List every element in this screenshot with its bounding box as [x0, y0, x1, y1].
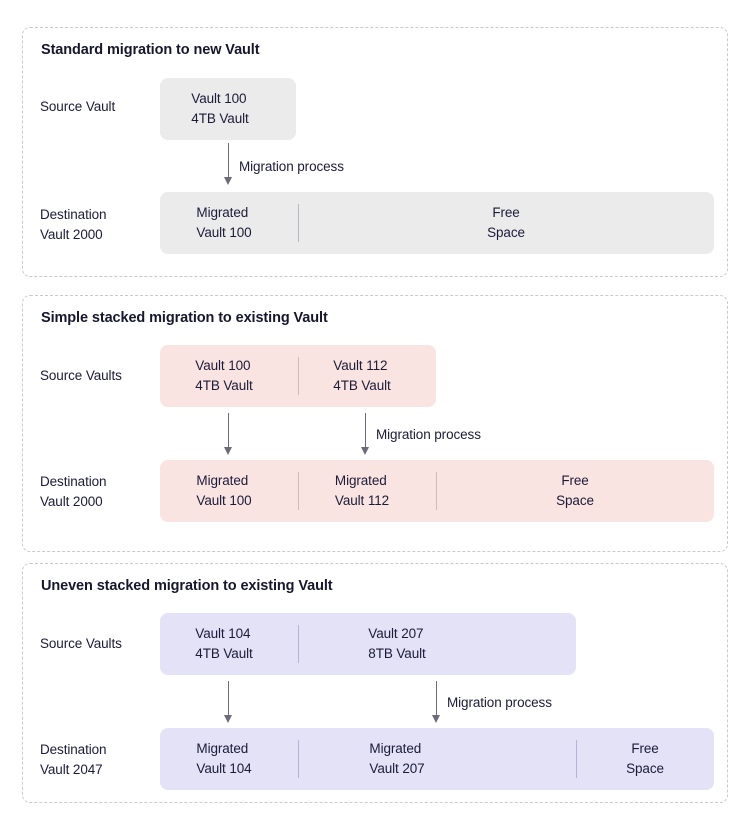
source-segment-vault-207: Vault 207 8TB Vault	[298, 613, 576, 675]
arrow-shaft	[228, 143, 230, 178]
source-bar-3: Vault 104 4TB Vault Vault 207 8TB Vault	[160, 613, 576, 675]
source-segment-text: Vault 100 4TB Vault	[195, 358, 253, 393]
destination-bar-2: Migrated Vault 100 Migrated Vault 112 Fr…	[160, 460, 714, 522]
dest-segment-free-space: Free Space	[298, 192, 714, 254]
arrow-head-icon	[432, 715, 441, 723]
source-bar-2: Vault 100 4TB Vault Vault 112 4TB Vault	[160, 345, 436, 407]
migration-arrow-2b	[360, 413, 372, 455]
dest-segment-migrated-vault-112: Migrated Vault 112	[298, 460, 436, 522]
dest-segment-free-space: Free Space	[436, 460, 714, 522]
source-vaults-label-2: Source Vaults	[40, 368, 122, 383]
migration-process-label-3: Migration process	[447, 695, 552, 710]
source-segment-text: Vault 207 8TB Vault	[368, 626, 426, 661]
destination-vault-label-1: Destination Vault 2000	[40, 207, 107, 242]
source-bar-1: Vault 100 4TB Vault	[160, 78, 296, 140]
source-vault-label-1: Source Vault	[40, 99, 116, 114]
arrow-head-icon	[224, 177, 233, 185]
migration-arrow-3b	[431, 681, 443, 723]
source-segment-text: Vault 104 4TB Vault	[195, 626, 253, 661]
dest-segment-text: Free Space	[626, 741, 664, 776]
migration-process-label-2: Migration process	[376, 427, 481, 442]
dest-segment-migrated-vault-207: Migrated Vault 207	[298, 728, 576, 790]
dest-segment-text: Migrated Vault 112	[334, 473, 390, 508]
source-segment-vault-100: Vault 100 4TB Vault	[160, 345, 298, 407]
arrow-head-icon	[361, 447, 370, 455]
destination-vault-label-2: Destination Vault 2000	[40, 474, 107, 509]
source-segment-vault-112: Vault 112 4TB Vault	[298, 345, 436, 407]
source-segment-vault-104: Vault 104 4TB Vault	[160, 613, 298, 675]
source-segment-vault-100: Vault 100 4TB Vault	[160, 78, 296, 140]
source-segment-text: Vault 112 4TB Vault	[333, 358, 391, 393]
dest-segment-text: Migrated Vault 100	[196, 205, 252, 240]
dest-segment-text: Migrated Vault 100	[196, 473, 252, 508]
migration-process-label-1: Migration process	[239, 159, 344, 174]
destination-vault-label-3: Destination Vault 2047	[40, 742, 107, 777]
destination-bar-3: Migrated Vault 104 Migrated Vault 207 Fr…	[160, 728, 714, 790]
dest-segment-migrated-vault-104: Migrated Vault 104	[160, 728, 298, 790]
arrow-shaft	[365, 413, 367, 448]
arrow-head-icon	[224, 715, 233, 723]
migration-arrow-3a	[223, 681, 235, 723]
arrow-shaft	[436, 681, 438, 716]
arrow-shaft	[228, 681, 230, 716]
arrow-shaft	[228, 413, 230, 448]
dest-segment-text: Free Space	[556, 473, 594, 508]
section-title: Standard migration to new Vault	[41, 42, 260, 58]
source-segment-text: Vault 100 4TB Vault	[191, 91, 249, 126]
migration-arrow-2a	[223, 413, 235, 455]
dest-segment-text: Migrated Vault 207	[369, 741, 425, 776]
dest-segment-free-space: Free Space	[576, 728, 714, 790]
section-title: Simple stacked migration to existing Vau…	[41, 310, 328, 326]
dest-segment-migrated-vault-100: Migrated Vault 100	[160, 460, 298, 522]
dest-segment-text: Free Space	[487, 205, 525, 240]
arrow-head-icon	[224, 447, 233, 455]
dest-segment-migrated-vault-100: Migrated Vault 100	[160, 192, 298, 254]
migration-arrow-1a	[223, 143, 235, 185]
source-vaults-label-3: Source Vaults	[40, 636, 122, 651]
dest-segment-text: Migrated Vault 104	[196, 741, 252, 776]
section-title: Uneven stacked migration to existing Vau…	[41, 578, 333, 594]
destination-bar-1: Migrated Vault 100 Free Space	[160, 192, 714, 254]
